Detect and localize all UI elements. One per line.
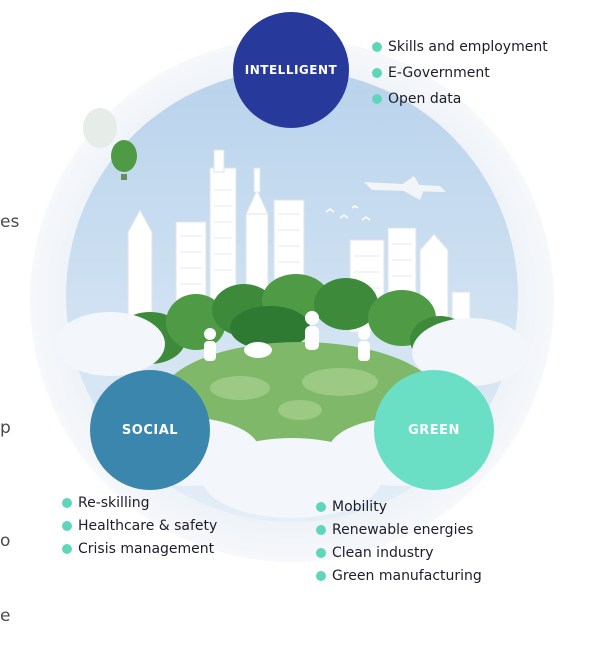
running-figures [204, 311, 370, 361]
balloon-icon [83, 108, 117, 148]
list-item: Open data [372, 86, 548, 112]
list-item: Renewable energies [316, 518, 482, 541]
node-social: SOCIAL [90, 370, 210, 490]
bullet-icon [62, 543, 72, 554]
list-item: Skills and employment [372, 34, 548, 60]
intelligent-list: Skills and employment E-Government Open … [372, 34, 548, 112]
bullet-icon [316, 547, 326, 558]
list-item: Clean industry [316, 541, 482, 564]
bullet-icon [316, 501, 326, 512]
birds-icon [325, 205, 371, 221]
list-item: Re-skilling [62, 491, 217, 514]
balloon-icon [111, 140, 137, 172]
green-list: Mobility Renewable energies Clean indust… [316, 495, 482, 587]
bullet-icon [372, 42, 382, 52]
bullet-icon [316, 524, 326, 535]
list-item: Healthcare & safety [62, 514, 217, 537]
social-list: Re-skilling Healthcare & safety Crisis m… [62, 491, 217, 560]
bullet-icon [372, 68, 382, 78]
node-intelligent: INTELLIGENT [233, 12, 349, 128]
cropped-text: e [0, 606, 11, 626]
list-item: Crisis management [62, 537, 217, 560]
list-item: Mobility [316, 495, 482, 518]
node-green: GREEN [374, 370, 494, 490]
list-item: Green manufacturing [316, 564, 482, 587]
list-item: E-Government [372, 60, 548, 86]
bullet-icon [316, 570, 326, 581]
bullet-icon [62, 497, 72, 508]
cropped-text: es [0, 212, 20, 232]
bullet-icon [62, 520, 72, 531]
cropped-text: o [0, 531, 11, 551]
cropped-text: p [0, 418, 11, 438]
bullet-icon [372, 94, 382, 104]
airplane-icon [364, 176, 446, 200]
